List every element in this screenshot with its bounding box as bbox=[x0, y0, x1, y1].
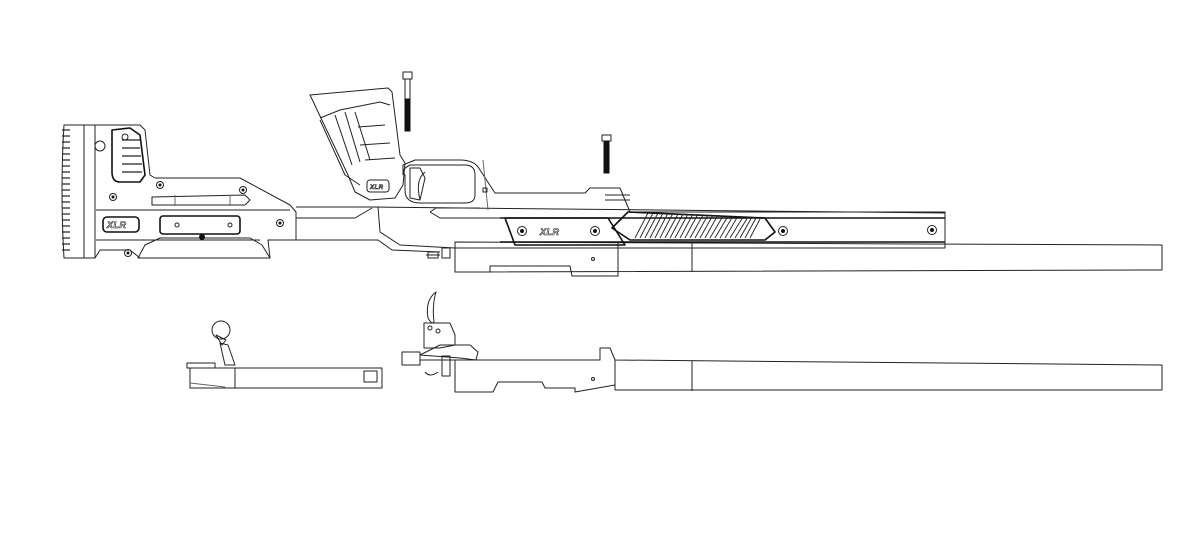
buttstock: XLR bbox=[61, 124, 297, 259]
forend-logo: XLR bbox=[539, 227, 560, 237]
pistol-grip: XLR bbox=[309, 87, 406, 201]
screw-1 bbox=[402, 71, 413, 132]
barrel-upper bbox=[426, 241, 1163, 277]
stock-logo: XLR bbox=[106, 220, 127, 230]
bolt-assembly bbox=[186, 320, 383, 389]
forend-panel: XLR bbox=[504, 211, 946, 248]
screw-2 bbox=[601, 134, 612, 174]
chassis-assembly: XLR bbox=[61, 87, 1163, 277]
action-assembly bbox=[401, 291, 1163, 393]
grip-logo: XLR bbox=[369, 185, 384, 191]
trigger-guard bbox=[402, 164, 476, 204]
top-rail bbox=[402, 159, 631, 213]
